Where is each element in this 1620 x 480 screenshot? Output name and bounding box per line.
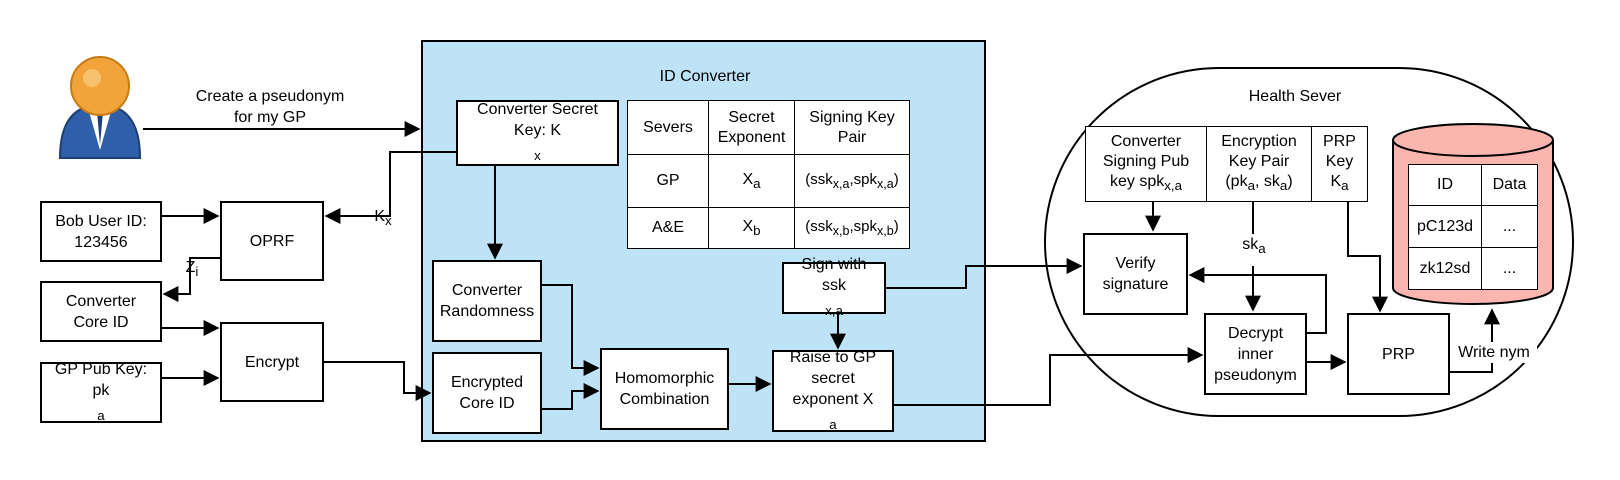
kx-label: Kx — [374, 208, 392, 229]
encrypt-box: Encrypt — [220, 322, 324, 402]
table-row: pC123d ... — [1408, 205, 1538, 248]
health-server-keys-table: Converter Signing Pub key spkx,a Encrypt… — [1085, 126, 1368, 202]
write-nym-label: Write nym — [1451, 342, 1537, 363]
table-header-secret-exponent: Secret Exponent — [708, 100, 795, 155]
id-converter-title: ID Converter — [659, 68, 751, 85]
db-header-id: ID — [1408, 164, 1482, 206]
zi-label: Zi — [185, 259, 199, 280]
db-header-data: Data — [1481, 164, 1538, 206]
bob-user-id-box: Bob User ID:123456 — [40, 201, 162, 262]
table-row: A&E Xb (sskx,b,spkx,b) — [627, 207, 910, 249]
table-row: zk12sd ... — [1408, 247, 1538, 290]
user-icon — [58, 56, 142, 159]
converter-key-table: Severs Secret Exponent Signing Key Pair … — [627, 100, 910, 249]
table-row: GP Xa (sskx,a,spkx,a) — [627, 154, 910, 208]
prp-box: PRP — [1347, 313, 1450, 395]
prp-key-cell: PRP Key Ka — [1311, 126, 1368, 202]
table-header-severs: Severs — [627, 100, 709, 155]
health-server-title: Health Sever — [1248, 88, 1342, 105]
database-table: ID Data pC123d ... zk12sd ... — [1408, 164, 1538, 290]
table-header-signing-key-pair: Signing Key Pair — [794, 100, 910, 155]
encryption-key-pair-cell: Encryption Key Pair (pka, ska) — [1206, 126, 1312, 202]
oprf-box: OPRF — [220, 201, 324, 281]
converter-signing-pub-key-cell: Converter Signing Pub key spkx,a — [1085, 126, 1207, 202]
ska-label: ska — [1234, 234, 1274, 260]
